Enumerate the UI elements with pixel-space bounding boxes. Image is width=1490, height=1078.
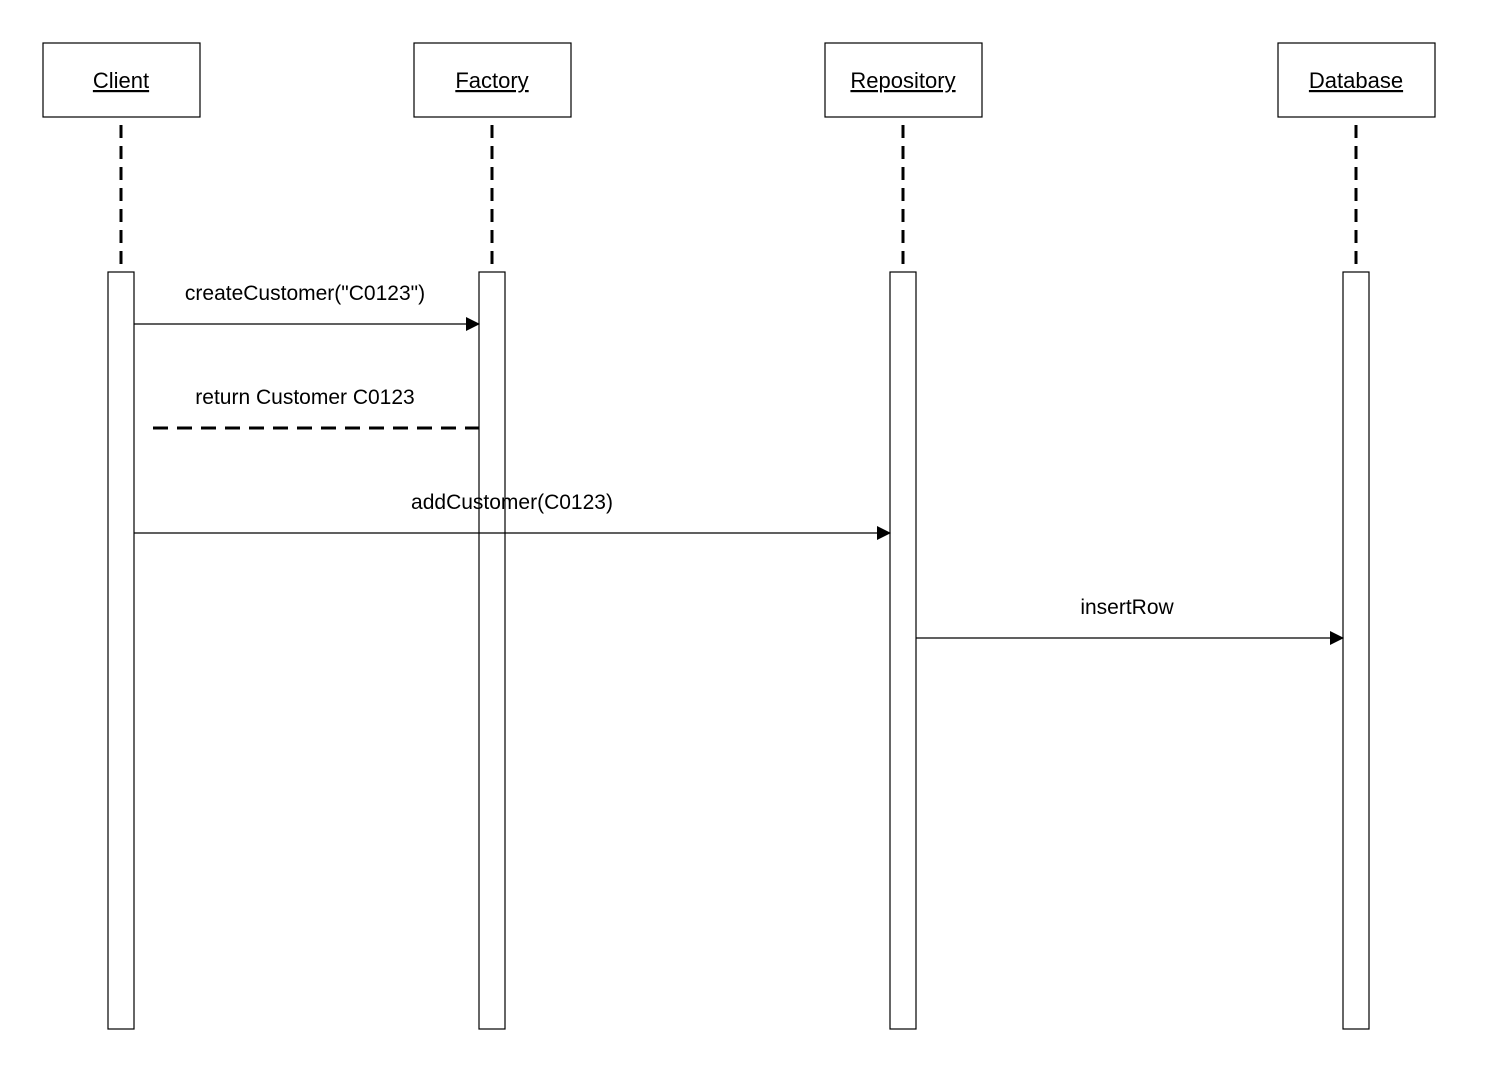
activation-factory [478, 271, 506, 1030]
message-add-customer-label: addCustomer(C0123) [411, 491, 613, 514]
activation-database [1342, 271, 1370, 1030]
participant-client[interactable]: Client [42, 42, 201, 118]
participant-database-label: Database [1309, 68, 1403, 93]
participant-client-box [42, 42, 201, 118]
message-create-customer-label: createCustomer("C0123") [185, 282, 425, 305]
participant-factory-box [413, 42, 572, 118]
participant-repository-label: Repository [850, 68, 955, 93]
participant-database-box [1277, 42, 1436, 118]
participant-repository[interactable]: Repository [824, 42, 983, 118]
message-return-customer-label: return Customer C0123 [195, 386, 414, 409]
message-insert-row-label: insertRow [1080, 596, 1174, 619]
activation-client [107, 271, 135, 1030]
participant-factory-label: Factory [455, 68, 528, 93]
participant-repository-box [824, 42, 983, 118]
participant-client-label: Client [93, 68, 149, 93]
participant-factory[interactable]: Factory [413, 42, 572, 118]
activation-repository [889, 271, 917, 1030]
participant-database[interactable]: Database [1277, 42, 1436, 118]
